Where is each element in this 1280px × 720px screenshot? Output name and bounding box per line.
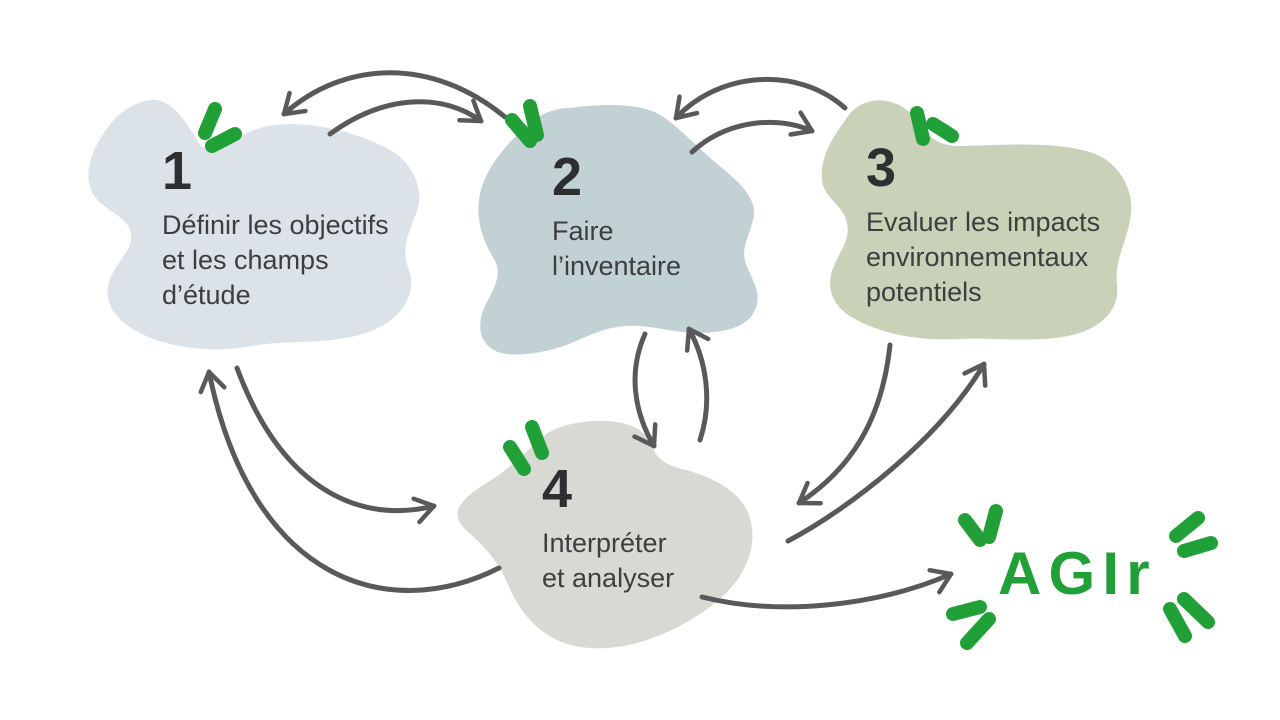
step-1-label-line: d’étude	[162, 280, 251, 310]
arrow-1-to-2-icon	[327, 98, 484, 137]
step-4-blob-shape	[457, 420, 753, 649]
arrow-3-to-4-icon	[796, 342, 893, 506]
step-1-blob-shape	[88, 99, 420, 350]
arrow-4-to-1-icon	[198, 369, 502, 593]
step-1-label-line: et les champs	[162, 245, 329, 275]
arrow-2-to-4-icon	[632, 331, 658, 449]
step-4-label-line: Interpréter	[542, 528, 667, 558]
step-1-label-line: Définir les objectifs	[162, 210, 389, 240]
agir-sparkle-top-right-icon	[1169, 511, 1218, 558]
step-2-number: 2	[552, 147, 584, 207]
arrow-3-to-2-icon	[673, 76, 848, 121]
step-4-label-line: et analyser	[542, 563, 675, 593]
step-3-number: 3	[866, 138, 898, 198]
step-1: 1 Définir les objectifs et les champs d’…	[162, 144, 389, 313]
step-3-label-line: environnementaux	[866, 242, 1089, 272]
step-2-label-line: l’inventaire	[552, 251, 682, 281]
agir-sparkle-bottom-left-icon	[946, 600, 996, 650]
step-4-number: 4	[542, 459, 574, 519]
step-1-sparkle-accent-icon	[198, 102, 242, 153]
arrow-4-to-2-icon	[684, 326, 711, 443]
step-4-sparkle-accent-icon	[503, 420, 549, 476]
arrow-4-to-3-icon	[785, 361, 988, 544]
step-2: 2 Faire l’inventaire	[552, 150, 681, 284]
cycle-arrows	[198, 70, 988, 610]
agir-sparkle-bottom-right-icon	[1163, 592, 1215, 643]
step-1-number: 1	[162, 141, 194, 201]
step-3: 3 Evaluer les impacts environnementaux p…	[866, 141, 1100, 310]
step-2-blob-shape	[478, 105, 758, 355]
agir-action-label: AGIr	[998, 540, 1157, 607]
step-3-blob-shape	[821, 100, 1132, 340]
arrow-2-to-3-icon	[689, 110, 815, 155]
arrow-2-to-1-icon	[281, 70, 508, 120]
step-3-label-line: Evaluer les impacts	[866, 207, 1101, 237]
step-blobs	[88, 99, 1132, 649]
step-3-label-line: potentiels	[866, 277, 982, 307]
arrow-4-to-agir-icon	[699, 567, 954, 610]
arrow-1-to-4-icon	[234, 365, 437, 525]
step-4: 4 Interpréter et analyser	[542, 462, 674, 596]
step-3-sparkle-accent-icon	[910, 106, 959, 146]
step-2-label-line: Faire	[552, 216, 614, 246]
agir-sparkle-top-left-icon	[958, 504, 1003, 547]
step-2-sparkle-accent-icon	[505, 99, 544, 148]
